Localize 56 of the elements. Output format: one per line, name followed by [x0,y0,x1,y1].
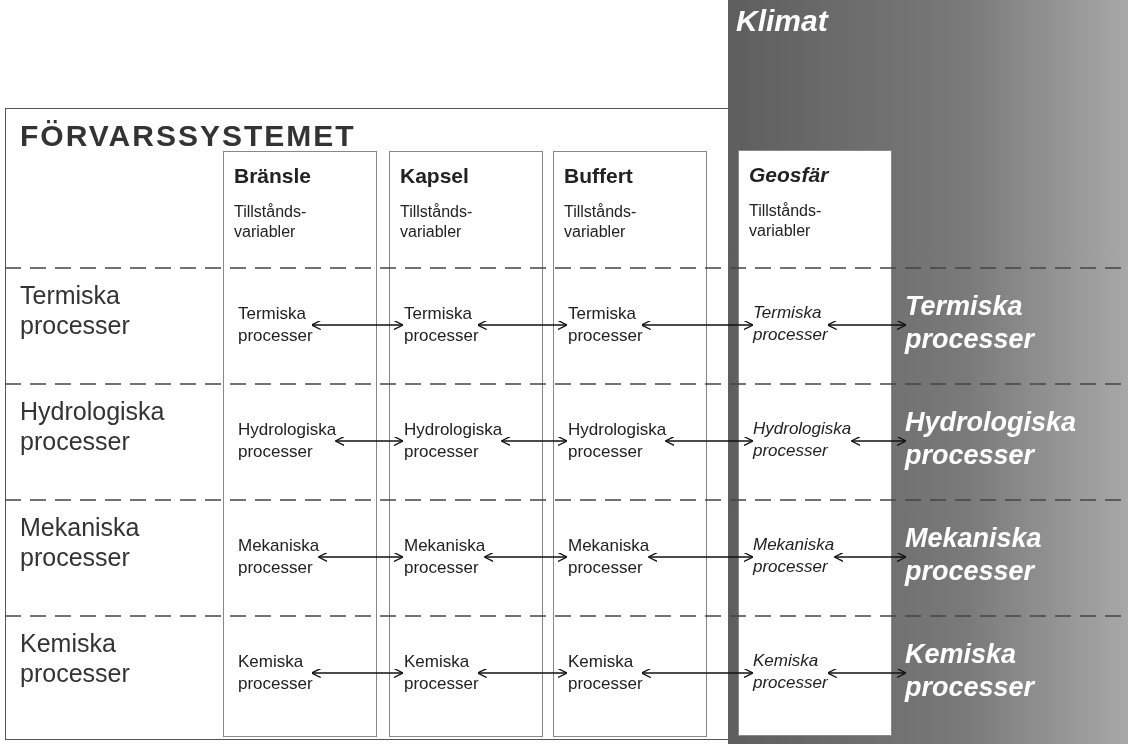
process-label: Mekaniska processer [568,535,696,583]
process-label: Kemiska processer [753,650,881,698]
process-label: Kemiska processer [404,651,532,699]
double-arrow [317,551,404,563]
double-arrow [483,551,568,563]
row-label: Mekaniska processer [20,512,141,572]
double-arrow [500,435,568,447]
process-label: Mekaniska processer [905,522,1123,592]
column-subtitle: Tillstånds-variabler [564,202,638,242]
double-arrow [477,319,568,331]
process-label: Kemiska processer [568,651,696,699]
component-column [553,151,707,737]
component-column [223,151,377,737]
double-arrow [477,667,568,679]
double-arrow [311,319,404,331]
process-label: Hydrologiska processer [238,419,366,467]
double-arrow [827,319,907,331]
process-label: Mekaniska processer [238,535,366,583]
process-label: Hydrologiska processer [404,419,532,467]
double-arrow [833,551,907,563]
process-label: Termiska processer [404,303,532,351]
row-label: Hydrologiska processer [20,396,166,456]
process-label: Termiska processer [753,302,881,350]
double-arrow [311,667,404,679]
column-subtitle: Tillstånds-variabler [400,202,474,242]
process-label: Hydrologiska processer [905,406,1123,476]
process-label: Hydrologiska processer [753,418,881,466]
process-label: Mekaniska processer [753,534,881,582]
process-label: Kemiska processer [238,651,366,699]
panel-title: FÖRVARSSYSTEMET [20,119,356,153]
column-subtitle: Tillstånds-variabler [749,201,823,241]
process-label: Kemiska processer [905,638,1123,708]
component-column [738,150,892,736]
double-arrow [641,667,754,679]
column-heading: Geosfär [749,163,829,187]
column-heading: Buffert [564,164,633,188]
row-label: Kemiska processer [20,628,131,688]
band-title: Klimat [736,4,828,38]
column-heading: Kapsel [400,164,469,188]
climate-band [728,0,1128,744]
system-panel [5,108,728,740]
process-label: Termiska processer [568,303,696,351]
process-label: Hydrologiska processer [568,419,696,467]
row-label: Termiska processer [20,280,131,340]
column-subtitle: Tillstånds-variabler [234,202,308,242]
double-arrow [641,319,754,331]
process-label: Mekaniska processer [404,535,532,583]
double-arrow [827,667,907,679]
process-label: Termiska processer [905,290,1123,360]
component-column [389,151,543,737]
double-arrow [647,551,754,563]
double-arrow [334,435,404,447]
double-arrow [850,435,907,447]
process-label: Termiska processer [238,303,366,351]
column-heading: Bränsle [234,164,312,188]
double-arrow [664,435,754,447]
